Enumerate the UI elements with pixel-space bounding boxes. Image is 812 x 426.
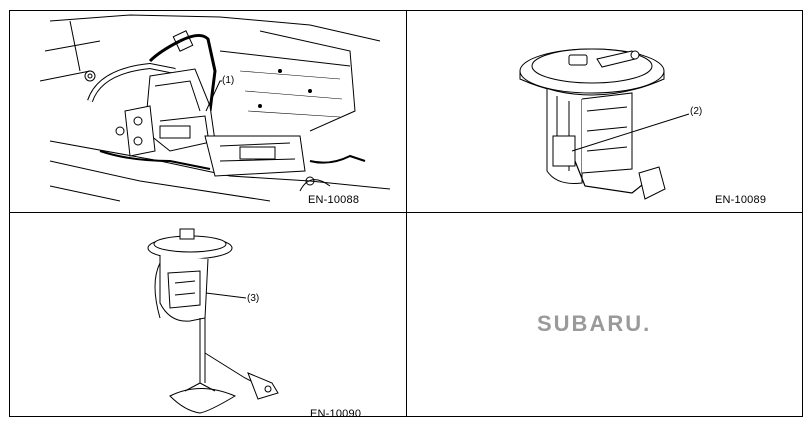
- figure-cell-sending-unit: (3) EN-10090: [10, 213, 406, 417]
- fuel-pump-illustration: (2): [519, 48, 702, 200]
- callout-label: (3): [247, 293, 259, 304]
- sending-unit-illustration: (3): [147, 228, 279, 414]
- figure-cell-fuel-pump: (2) EN-10089: [407, 11, 803, 212]
- table-divider-horizontal: [10, 212, 802, 213]
- figure-table: (1) EN-10088 (2) EN-10089: [9, 10, 803, 417]
- engine-bay-illustration: (1): [39, 14, 391, 202]
- figure-code: EN-10089: [715, 194, 767, 206]
- figure-cell-empty: SUBARU.: [407, 213, 803, 417]
- figure-cell-engine-bay: (1) EN-10088: [10, 11, 406, 212]
- subaru-logo: SUBARU.: [537, 311, 652, 336]
- figure-code: EN-10088: [308, 194, 360, 206]
- callout-label: (2): [690, 106, 702, 117]
- table-divider-vertical: [406, 11, 407, 416]
- figure-code: EN-10090: [310, 408, 362, 417]
- callout-label: (1): [222, 75, 234, 86]
